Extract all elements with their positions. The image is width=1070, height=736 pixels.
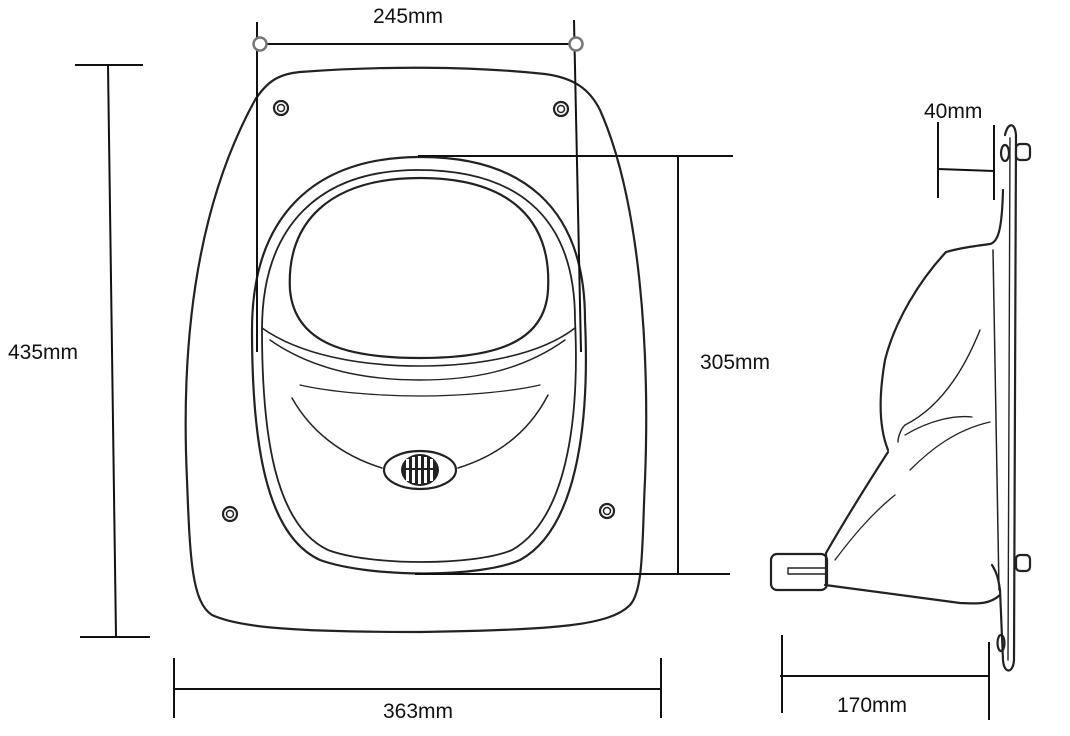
bowl-profile-upper [879, 188, 1005, 452]
funnel-ridge-1 [261, 327, 576, 367]
peg-bottom [1014, 553, 1032, 573]
dimension-lines-front [75, 19, 733, 718]
funnel-top [288, 176, 550, 360]
dimension-marker-right [568, 36, 584, 52]
dimension-label-overall-height: 435mm [8, 341, 79, 364]
dimension-marker-left [252, 36, 268, 52]
mount-hole-bottom-left [221, 505, 239, 523]
drain-grille-icon [401, 454, 439, 486]
peg-top [1014, 142, 1032, 162]
side-view [769, 124, 1032, 672]
funnel-curve-left [291, 397, 383, 469]
bowl-profile-front [824, 450, 890, 587]
mount-hole-bottom-right [598, 502, 616, 520]
mount-hole-top-left [272, 99, 290, 117]
mount-hole-top-right [552, 100, 570, 118]
back-plate [990, 124, 1018, 672]
dimension-label-bowl-height: 305mm [700, 351, 771, 374]
dimension-label-side-depth: 170mm [837, 694, 908, 717]
dimension-lines-side [780, 122, 995, 720]
drain-outline [382, 449, 458, 491]
dimension-label-top-width: 245mm [373, 5, 444, 28]
funnel-curve-right [457, 394, 549, 469]
dimension-label-overall-width: 363mm [383, 700, 454, 723]
bowl-profile-lower [823, 583, 1002, 605]
bowl-inner-rim [261, 169, 577, 563]
outlet-pipe [769, 552, 829, 592]
dimension-label-flange-depth: 40mm [924, 100, 983, 123]
outer-plate-outline [184, 66, 648, 634]
funnel-ridge-2 [269, 339, 566, 381]
